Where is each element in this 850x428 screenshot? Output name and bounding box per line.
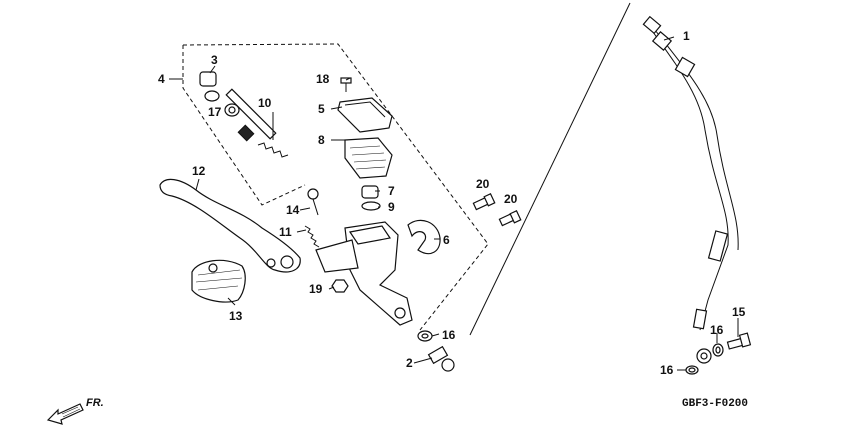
- callout-5: 5: [318, 102, 325, 116]
- callout-10: 10: [258, 96, 272, 110]
- callout-8: 8: [318, 133, 325, 147]
- callout-2: 2: [406, 356, 413, 370]
- front-direction-arrow-icon: [46, 403, 84, 425]
- callout-13: 13: [229, 309, 243, 323]
- callout-19: 19: [309, 282, 323, 296]
- callout-14: 14: [286, 203, 300, 217]
- callout-4: 4: [158, 72, 165, 86]
- pivot-bolt-14: [307, 188, 319, 216]
- sealing-washer-16-lower: [685, 365, 699, 375]
- reservoir-cap-5: [337, 97, 393, 133]
- diagram-code: GBF3-F0200: [682, 398, 748, 410]
- brake-lever-12: [159, 178, 301, 273]
- callout-16-cylinder: 16: [442, 328, 456, 342]
- callout-12: 12: [192, 164, 206, 178]
- brake-hose: [642, 15, 739, 364]
- callout-1: 1: [683, 29, 690, 43]
- direction-label: FR.: [86, 397, 104, 409]
- callout-17: 17: [208, 105, 222, 119]
- assembly-outline: [182, 43, 489, 331]
- callout-18: 18: [316, 72, 330, 86]
- banjo-bolt-2: [427, 345, 455, 372]
- screw-20-left: [472, 192, 496, 211]
- diaphragm-8: [344, 137, 393, 179]
- leader-lines: [169, 36, 739, 371]
- spring-11: [304, 225, 320, 248]
- callout-20-left: 20: [476, 177, 490, 191]
- callout-20-right: 20: [504, 192, 518, 206]
- float-7: [361, 185, 379, 199]
- nut-19: [331, 279, 349, 293]
- sealing-washer-16-upper: [712, 343, 724, 357]
- callout-16-upper: 16: [710, 323, 724, 337]
- seal-ring-9: [361, 201, 381, 211]
- lever-cover-13: [191, 259, 246, 303]
- callout-15: 15: [732, 305, 746, 319]
- boot-17: [224, 103, 240, 117]
- screw-20-right: [498, 209, 522, 227]
- callout-11: 11: [279, 225, 292, 239]
- callout-7: 7: [388, 184, 395, 198]
- bolt-15: [726, 332, 752, 350]
- callout-6: 6: [443, 233, 450, 247]
- cap-screw-18: [340, 77, 352, 92]
- sealing-washer-16-cylinder: [417, 330, 433, 342]
- callout-9: 9: [388, 200, 395, 214]
- callout-3: 3: [211, 53, 218, 67]
- master-cylinder-body: [315, 221, 413, 326]
- hose-leader-line: [469, 2, 631, 336]
- callout-16-lower: 16: [660, 363, 674, 377]
- circlip-3: [199, 71, 220, 102]
- callout-labels: 1 2 3 4 5 6 7 8 9 10 11 12 13 14 15 16 1…: [158, 29, 746, 377]
- holder-6: [407, 219, 441, 255]
